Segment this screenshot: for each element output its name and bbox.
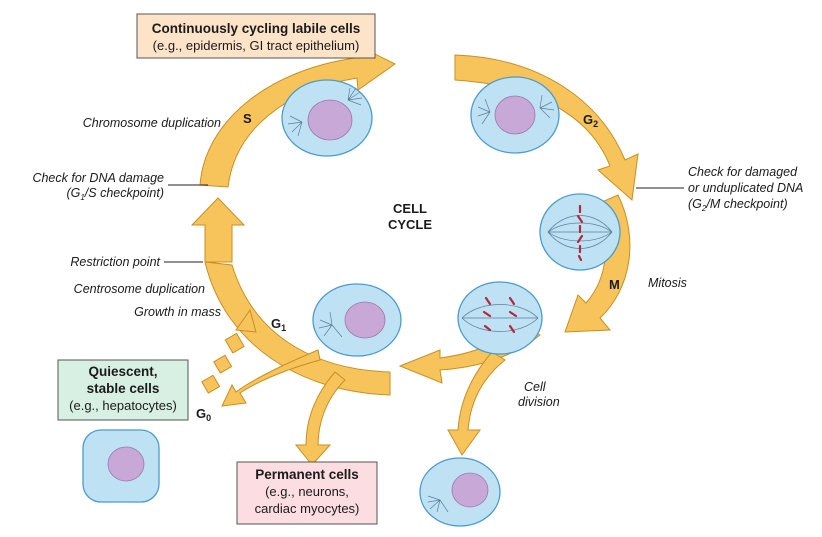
permanent-title: Permanent cells [255, 467, 359, 482]
cell-daughter [419, 457, 501, 527]
restriction-up-arrow [190, 197, 246, 263]
phase-g0-label: G0 [196, 406, 211, 423]
annotation-chromosome-duplication: Chromosome duplication [83, 116, 221, 130]
phase-g2-label: G2 [583, 112, 598, 129]
quiescent-title-1: Quiescent, [88, 364, 157, 379]
chromosomes-separating [482, 296, 518, 334]
quiescent-cells-box: Quiescent, stable cells (e.g., hepatocyt… [57, 359, 189, 421]
annotation-g2m-line3: (G2/M checkpoint) [688, 197, 788, 213]
chromosomes-aligned [576, 204, 584, 262]
cell-g1-phase [312, 283, 402, 357]
division-branch-arrow [447, 351, 506, 456]
centrosome-fibers-g2 [477, 94, 555, 125]
cell-anaphase [457, 281, 543, 355]
cell-g2-phase [470, 76, 560, 154]
phase-g1-label: G1 [271, 316, 286, 333]
cycle-arrows [190, 43, 639, 466]
annotation-mitosis: Mitosis [648, 276, 687, 290]
center-label-line2: CYCLE [388, 217, 432, 232]
cell-quiescent [82, 429, 160, 503]
center-label-line1: CELL [393, 201, 427, 216]
g0-return-dashes [201, 308, 257, 394]
phase-s-label: S [243, 111, 252, 126]
g0-exit-arrow [221, 349, 321, 407]
annotation-g1s-line1: Check for DNA damage [32, 171, 164, 185]
annotation-centrosome-duplication: Centrosome duplication [74, 282, 205, 296]
phase-m-label: M [609, 277, 620, 292]
annotation-cell-division-1: Cell [524, 380, 547, 394]
annotation-g1s-line2: (G1/S checkpoint) [66, 186, 164, 202]
permanent-subtitle-1: (e.g., neurons, [265, 484, 349, 499]
quiescent-title-2: stable cells [87, 381, 160, 396]
permanent-subtitle-2: cardiac myocytes) [255, 501, 360, 516]
annotation-growth-in-mass: Growth in mass [134, 305, 221, 319]
cell-metaphase [539, 193, 621, 271]
labile-cells-box: Continuously cycling labile cells (e.g.,… [136, 13, 376, 59]
permanent-cells-box: Permanent cells (e.g., neurons, cardiac … [236, 461, 378, 525]
labile-title: Continuously cycling labile cells [152, 21, 361, 36]
permanent-exit-arrow [294, 371, 346, 466]
labile-subtitle: (e.g., epidermis, GI tract epithelium) [153, 38, 360, 53]
annotation-g2m-line1: Check for damaged [688, 165, 798, 179]
centrosome-fibers [287, 87, 363, 137]
cell-s-phase [281, 79, 373, 157]
quiescent-subtitle: (e.g., hepatocytes) [69, 398, 177, 413]
annotation-restriction-point: Restriction point [70, 255, 160, 269]
annotation-g2m-line2: or unduplicated DNA [688, 181, 803, 195]
annotation-cell-division-2: division [518, 395, 560, 409]
